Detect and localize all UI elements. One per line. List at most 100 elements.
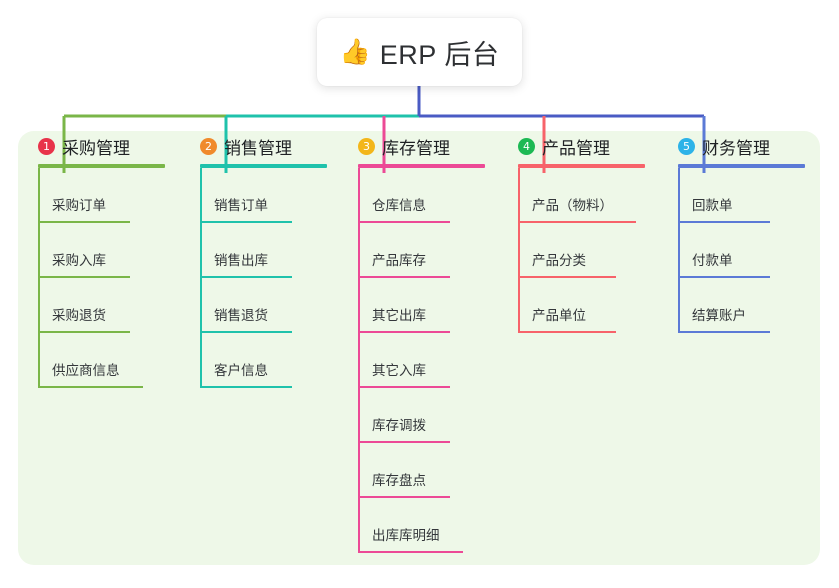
menu-item-label: 产品库存 [372,253,426,268]
menu-item-label: 销售退货 [214,308,268,323]
menu-item-rule [38,386,143,388]
menu-item-rule [518,276,616,278]
column-header-rule-1 [38,164,165,168]
column-spine-4 [518,168,520,333]
menu-item-label: 销售出库 [214,253,268,268]
column-header-4[interactable]: 4 产品管理 [500,131,658,161]
column-title-5: 财务管理 [702,138,770,158]
menu-item-label: 采购退货 [52,308,106,323]
column-items-5: 回款单付款单结算账户 [660,168,810,333]
column-badge-5: 5 [678,137,695,155]
menu-item-label: 回款单 [692,198,733,213]
menu-item-label: 其它出库 [372,308,426,323]
menu-item-rule [358,276,450,278]
menu-item-label: 销售订单 [214,198,268,213]
menu-item-label: 产品单位 [532,308,586,323]
column-header-rule-3 [358,164,485,168]
column-title-1: 采购管理 [62,138,130,158]
menu-item[interactable]: 采购入库 [20,223,178,278]
column-4: 4 产品管理产品（物料） 产品分类产品单位 [500,131,658,333]
menu-item[interactable]: 出库库明细 [340,498,498,553]
menu-item-label: 库存调拨 [372,418,426,433]
menu-item[interactable]: 产品单位 [500,278,658,333]
menu-item-rule [358,386,450,388]
column-title-4: 产品管理 [542,138,610,158]
menu-item[interactable]: 销售订单 [182,168,340,223]
column-header-rule-2 [200,164,327,168]
root-node-card[interactable]: 👍 ERP 后台 [317,18,522,86]
menu-item-label: 供应商信息 [52,363,120,378]
column-header-rule-5 [678,164,805,168]
column-badge-3: 3 [358,137,375,155]
column-spine-3 [358,168,360,553]
menu-item-label: 产品分类 [532,253,586,268]
menu-item-label: 库存盘点 [372,473,426,488]
menu-item-rule [358,496,450,498]
column-header-rule-4 [518,164,645,168]
thumbs-up-emoji: 👍 [339,37,371,66]
menu-item-rule [518,331,616,333]
menu-item[interactable]: 仓库信息 [340,168,498,223]
menu-item-rule [200,331,292,333]
menu-item-rule [358,551,463,553]
column-badge-4: 4 [518,137,535,155]
column-2: 2 销售管理销售订单销售出库销售退货客户信息 [182,131,340,388]
column-header-2[interactable]: 2 销售管理 [182,131,340,161]
menu-item[interactable]: 供应商信息 [20,333,178,388]
menu-item[interactable]: 销售退货 [182,278,340,333]
column-title-2: 销售管理 [224,138,292,158]
column-spine-1 [38,168,40,388]
menu-item[interactable]: 库存盘点 [340,443,498,498]
menu-item-label: 付款单 [692,253,733,268]
menu-item[interactable]: 采购订单 [20,168,178,223]
menu-item-label: 采购入库 [52,253,106,268]
menu-item-rule [358,221,450,223]
menu-item-rule [678,331,770,333]
menu-item-label: 产品（物料） [532,198,613,213]
column-spine-2 [200,168,202,388]
menu-item-label: 仓库信息 [372,198,426,213]
menu-item-label: 出库库明细 [372,528,440,543]
column-header-1[interactable]: 1 采购管理 [20,131,178,161]
menu-item-rule [38,331,130,333]
menu-item-label: 结算账户 [692,308,746,323]
menu-item[interactable]: 其它入库 [340,333,498,388]
menu-item-rule [38,221,130,223]
menu-item-label: 其它入库 [372,363,426,378]
menu-item-label: 采购订单 [52,198,106,213]
column-1: 1 采购管理采购订单采购入库采购退货供应商信息 [20,131,178,388]
column-items-4: 产品（物料） 产品分类产品单位 [500,168,658,333]
menu-item[interactable]: 产品（物料） [500,168,658,223]
menu-item[interactable]: 销售出库 [182,223,340,278]
root-node-title: ERP 后台 [379,39,500,70]
column-5: 5 财务管理回款单付款单结算账户 [660,131,810,333]
menu-item[interactable]: 库存调拨 [340,388,498,443]
menu-item-rule [200,221,292,223]
menu-item-rule [358,331,450,333]
column-badge-1: 1 [38,137,55,155]
column-items-3: 仓库信息产品库存其它出库其它入库库存调拨库存盘点出库库明细 [340,168,498,553]
menu-item[interactable]: 结算账户 [660,278,810,333]
menu-item[interactable]: 回款单 [660,168,810,223]
column-items-2: 销售订单销售出库销售退货客户信息 [182,168,340,388]
menu-item-rule [358,441,450,443]
menu-item[interactable]: 产品分类 [500,223,658,278]
menu-item-rule [38,276,130,278]
column-badge-2: 2 [200,137,217,155]
column-header-5[interactable]: 5 财务管理 [660,131,810,161]
column-container: 1 采购管理采购订单采购入库采购退货供应商信息 2 销售管理销售订单销售出库销售退货客… [18,131,820,565]
menu-item-rule [678,221,770,223]
diagram-panel [18,131,820,565]
menu-item[interactable]: 采购退货 [20,278,178,333]
menu-item-rule [678,276,770,278]
menu-item[interactable]: 客户信息 [182,333,340,388]
menu-item-rule [518,221,636,223]
menu-item[interactable]: 产品库存 [340,223,498,278]
column-items-1: 采购订单采购入库采购退货供应商信息 [20,168,178,388]
menu-item-rule [200,276,292,278]
menu-item-label: 客户信息 [214,363,268,378]
menu-item[interactable]: 其它出库 [340,278,498,333]
menu-item[interactable]: 付款单 [660,223,810,278]
